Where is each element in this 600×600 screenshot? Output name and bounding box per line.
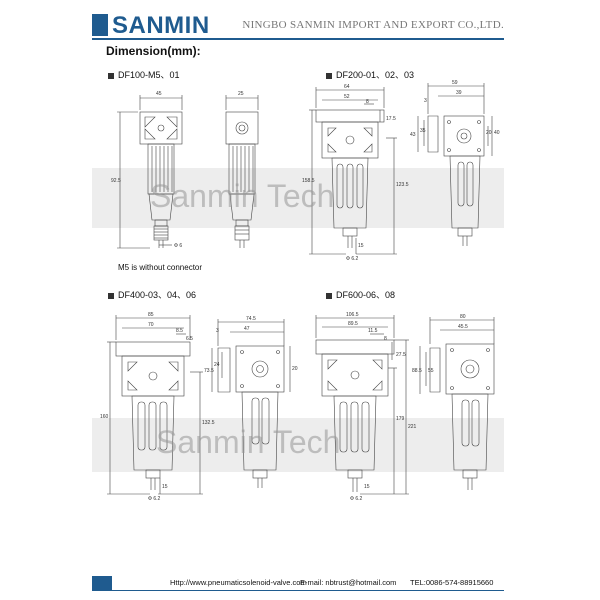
model-title-df600: DF600-06、08 [326, 288, 395, 301]
dim-text: 17.5 [386, 116, 396, 122]
dim-text: 70 [148, 322, 154, 328]
watermark-band-bottom [92, 418, 504, 472]
model-title-df200: DF200-01、02、03 [326, 68, 414, 81]
dim-text: 8.5 [176, 328, 183, 334]
df100-note: M5 is without connector [118, 263, 203, 272]
brand-mark [92, 14, 108, 36]
dim-text: 221 [408, 424, 417, 430]
dim-text: 52 [344, 94, 350, 100]
model-title-df400: DF400-03、04、06 [108, 288, 196, 301]
watermark-bottom: Sanmin Tech [156, 424, 341, 460]
dim-text: 15 [358, 243, 364, 249]
dim-text: 6.5 [186, 336, 193, 342]
df200-dimensions: 64 52 8 59 39 3 17.5 43 35 20 40 158.5 1… [302, 80, 500, 262]
dim-text: 88.5 [412, 368, 422, 374]
dim-text: 47 [244, 326, 250, 332]
df100-front-view [117, 95, 183, 249]
footer-email: E-mail: nbtrust@hotmail.com [300, 578, 397, 587]
dim-text: 89.5 [348, 321, 358, 327]
df600-dimensions: 106.5 89.5 11.5 8 27.5 80 45.5 88.5 55 1… [346, 312, 468, 502]
dim-text: 35 [420, 128, 426, 134]
dim-text: 45 [156, 91, 162, 97]
dim-text: 160 [100, 414, 109, 420]
footer-web: Http://www.pneumaticsolenoid-valve.com [170, 578, 307, 587]
df400-side-view [211, 319, 291, 488]
dim-text: 3 [216, 328, 219, 334]
dim-text: 40 [494, 130, 500, 136]
footer-rule [92, 590, 504, 591]
df200-front-view [309, 87, 397, 255]
dim-text: 179 [396, 416, 405, 422]
df400-front-view [107, 315, 203, 495]
dim-text: Φ 6 [174, 243, 182, 249]
dim-text: 8 [384, 336, 387, 342]
dim-text: 106.5 [346, 312, 359, 318]
df400-dimensions: 85 70 8.5 6.5 74.5 47 3 73.5 24 20 160 1… [100, 312, 298, 502]
dim-text: 85 [148, 312, 154, 318]
brand-name: SANMIN [112, 12, 210, 39]
dim-text: 45.5 [458, 324, 468, 330]
dim-text: 3 [424, 98, 427, 104]
df100-side-view [225, 95, 259, 248]
footer: Http://www.pneumaticsolenoid-valve.com E… [92, 576, 504, 590]
dim-text: 43 [410, 132, 416, 138]
dim-text: 64 [344, 84, 350, 90]
dim-text: 25 [238, 91, 244, 97]
datasheet-page [92, 0, 504, 600]
dim-text: 55 [428, 368, 434, 374]
dim-text: 123.5 [396, 182, 409, 188]
dim-text: 27.5 [396, 352, 406, 358]
header-rule [92, 38, 504, 40]
model-title-df100: DF100-M5、01 [108, 68, 180, 81]
watermark-band-top [92, 168, 504, 228]
dim-text: 80 [460, 314, 466, 320]
dim-text: 73.5 [204, 368, 214, 374]
dim-text: 11.5 [368, 328, 378, 334]
dim-text: 132.5 [202, 420, 215, 426]
watermark-top: Sanmin Tech [150, 178, 335, 214]
dim-text: Φ 6.2 [346, 256, 359, 262]
footer-tel: TEL:0086-574-88915660 [410, 578, 494, 587]
dim-text: Φ 6.2 [148, 496, 161, 502]
dim-text: 158.5 [302, 178, 315, 184]
footer-mark [92, 576, 112, 590]
company-name: NINGBO SANMIN IMPORT AND EXPORT CO.,LTD. [242, 19, 504, 31]
df200-side-view [417, 83, 493, 246]
dimension-title: Dimension(mm): [106, 44, 201, 58]
dim-text: 59 [452, 80, 458, 86]
header: SANMIN NINGBO SANMIN IMPORT AND EXPORT C… [92, 12, 504, 40]
dim-text: 15 [364, 484, 370, 490]
dim-text: 20 [292, 366, 298, 372]
dim-text: 39 [456, 90, 462, 96]
dim-text: 8 [366, 99, 369, 105]
df600-front-view [315, 315, 409, 495]
dim-text: 74.5 [246, 316, 256, 322]
df600-side-view [419, 317, 495, 490]
dim-text: 20 [486, 130, 492, 136]
dim-text: 15 [162, 484, 168, 490]
dim-text: Φ 6.2 [350, 496, 363, 502]
df100-dimensions: 45 25 92.5 Φ 6 [111, 91, 244, 249]
dim-text: 92.5 [111, 178, 121, 184]
dim-text: 24 [214, 362, 220, 368]
